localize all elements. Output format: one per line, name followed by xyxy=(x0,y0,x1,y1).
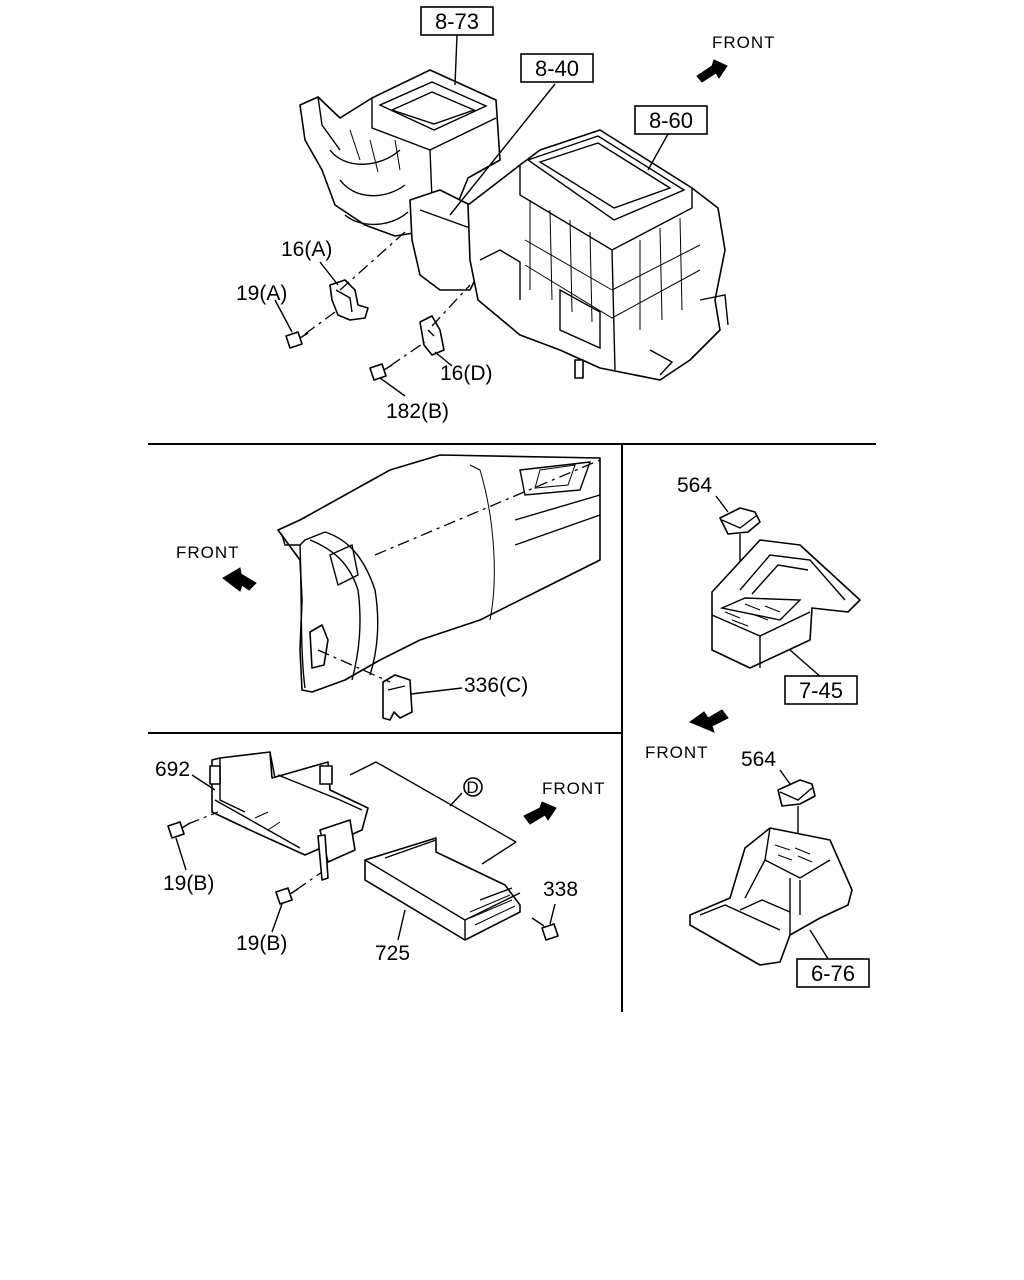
ref-box-7-45[interactable]: 7-45 xyxy=(784,675,858,705)
screw-19b-upper-icon xyxy=(167,821,191,839)
leader-336c xyxy=(410,687,463,695)
cover-564-upper-illustration xyxy=(719,507,761,535)
ref-label-8-40: 8-40 xyxy=(535,56,579,81)
dash-line-19b-lower xyxy=(295,871,323,891)
part-label-19b-lower: 19(B) xyxy=(236,932,287,955)
leader-7-45 xyxy=(789,649,823,679)
pocket-725-illustration xyxy=(364,837,521,941)
screw-182b-icon xyxy=(369,363,393,381)
front-arrow-right-icon xyxy=(688,709,729,733)
screw-19b-lower-icon xyxy=(275,887,299,905)
part-label-336c: 336(C) xyxy=(464,674,528,697)
dash-line-19a xyxy=(304,311,336,335)
front-label-top: FRONT xyxy=(712,33,776,52)
front-label-middle: FRONT xyxy=(176,543,240,562)
leader-19b-upper xyxy=(175,837,187,871)
leader-8-60 xyxy=(647,133,669,171)
screw-19a-icon xyxy=(285,331,309,349)
bracket-16a-illustration xyxy=(329,279,369,321)
part-label-16a: 16(A) xyxy=(281,238,332,261)
leader-8-73 xyxy=(454,34,458,86)
front-arrow-middle-icon xyxy=(222,567,257,592)
hvac-assembly-illustration xyxy=(299,69,729,381)
instrument-panel-illustration xyxy=(277,454,601,693)
dash-line-16a xyxy=(339,231,406,291)
leader-725 xyxy=(397,909,406,941)
part-label-725: 725 xyxy=(375,942,410,965)
part-label-564-lower: 564 xyxy=(741,748,776,771)
console-6-76-illustration xyxy=(689,827,853,966)
bracket-16d-illustration xyxy=(419,315,445,356)
front-label-bottom: FRONT xyxy=(542,779,606,798)
pocket-insertion-lines xyxy=(349,761,517,865)
leader-19b-lower xyxy=(271,903,283,933)
front-arrow-top-icon xyxy=(696,59,728,83)
part-label-19a: 19(A) xyxy=(236,282,287,305)
leader-564-lower xyxy=(779,769,791,785)
section-dividers xyxy=(148,443,876,1012)
part-label-182b: 182(B) xyxy=(386,400,449,423)
leader-6-76 xyxy=(809,929,831,963)
screw-338-icon xyxy=(531,917,559,941)
leader-692 xyxy=(191,774,216,791)
leader-marker-d xyxy=(449,792,463,807)
leader-8-40 xyxy=(449,83,556,216)
marker-d-label: D xyxy=(466,778,479,797)
ref-label-8-60: 8-60 xyxy=(649,108,693,133)
front-label-right: FRONT xyxy=(645,743,709,762)
ref-box-8-40[interactable]: 8-40 xyxy=(520,53,594,83)
cover-564-lower-illustration xyxy=(777,779,816,807)
leader-182b xyxy=(379,377,406,397)
dash-line-16d xyxy=(431,284,471,327)
leader-338 xyxy=(549,903,556,925)
dash-line-182b xyxy=(389,341,426,367)
dash-line-19b-upper xyxy=(187,811,219,825)
ref-box-8-73[interactable]: 8-73 xyxy=(420,6,494,36)
part-label-338: 338 xyxy=(543,878,578,901)
front-arrow-bottom-icon xyxy=(523,801,557,825)
ref-label-8-73: 8-73 xyxy=(435,9,479,34)
part-label-19b-upper: 19(B) xyxy=(163,872,214,895)
ref-box-8-60[interactable]: 8-60 xyxy=(634,105,708,135)
ref-box-6-76[interactable]: 6-76 xyxy=(796,958,870,988)
marker-d-icon: D xyxy=(463,777,483,797)
part-label-564-upper: 564 xyxy=(677,474,712,497)
leader-564-upper xyxy=(715,495,729,513)
ref-label-7-45: 7-45 xyxy=(799,678,843,703)
leader-19a xyxy=(274,299,293,333)
bracket-336c-illustration xyxy=(382,674,413,721)
part-label-692: 692 xyxy=(155,758,190,781)
leader-16d xyxy=(434,351,453,367)
part-label-16d: 16(D) xyxy=(440,362,493,385)
ref-label-6-76: 6-76 xyxy=(811,961,855,986)
pocket-bracket-692-illustration xyxy=(209,751,369,881)
console-7-45-illustration xyxy=(711,539,861,669)
leader-16a xyxy=(319,261,339,286)
